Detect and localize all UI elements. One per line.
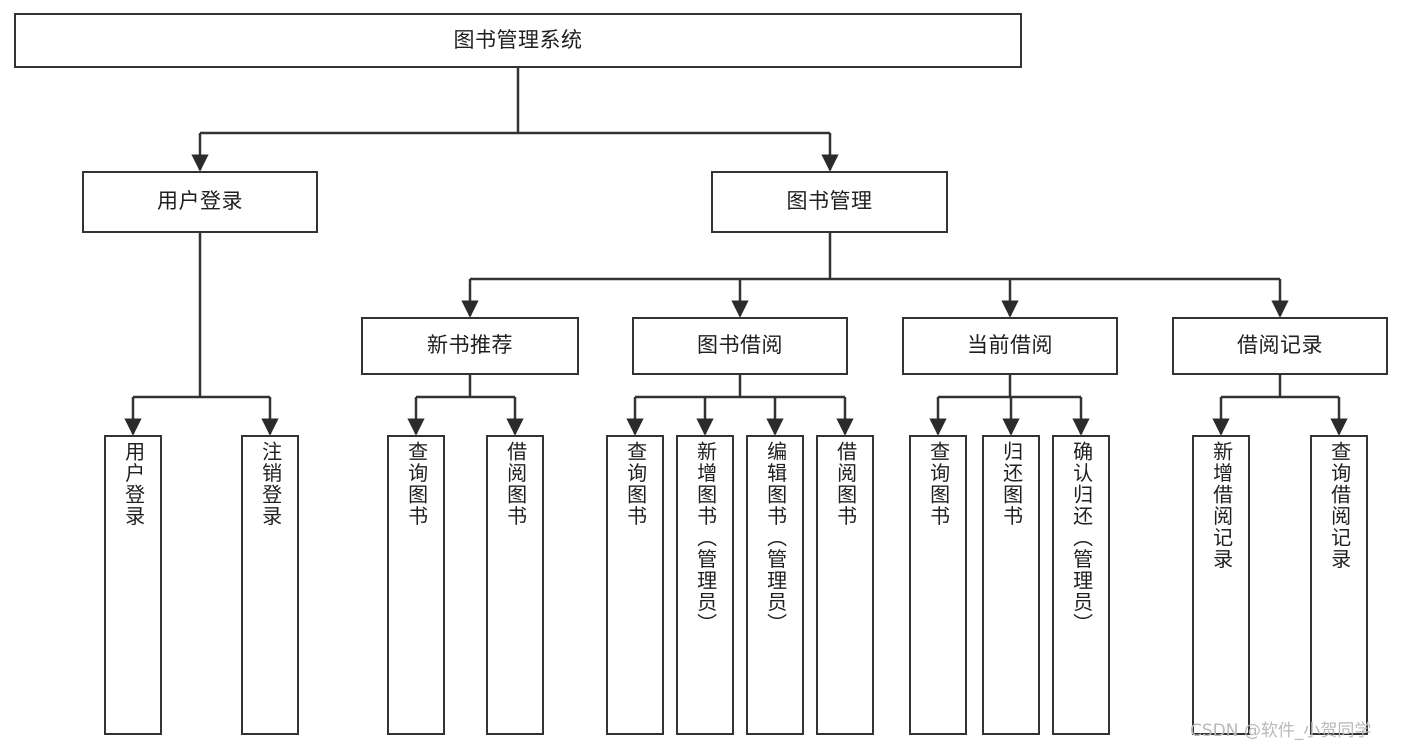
node-edit-book-label: 编辑图书（管理员）: [763, 441, 788, 635]
node-book-borrow-label: 图书借阅: [697, 333, 783, 358]
node-user-login[interactable]: 用户登录: [82, 171, 318, 233]
node-new-book-recommend-label: 新书推荐: [427, 333, 513, 358]
node-borrow-book-new[interactable]: 借阅图书: [486, 435, 544, 735]
node-borrow-records-label: 借阅记录: [1237, 333, 1323, 358]
node-borrow-records[interactable]: 借阅记录: [1172, 317, 1388, 375]
node-query-book-cur[interactable]: 查询图书: [909, 435, 967, 735]
node-new-book-recommend[interactable]: 新书推荐: [361, 317, 579, 375]
node-query-book-br-label: 查询图书: [623, 441, 648, 527]
watermark: CSDN @软件_小贺同学: [1190, 721, 1372, 741]
node-borrow-book-new-label: 借阅图书: [503, 441, 528, 527]
node-add-record-label: 新增借阅记录: [1209, 441, 1234, 570]
node-current-borrow-label: 当前借阅: [967, 333, 1053, 358]
node-return-book-label: 归还图书: [999, 441, 1024, 527]
node-root[interactable]: 图书管理系统: [14, 13, 1022, 68]
node-root-label: 图书管理系统: [453, 27, 583, 52]
node-add-book[interactable]: 新增图书（管理员）: [676, 435, 734, 735]
node-add-book-label: 新增图书（管理员）: [693, 441, 718, 635]
node-query-book-new-label: 查询图书: [404, 441, 429, 527]
node-current-borrow[interactable]: 当前借阅: [902, 317, 1118, 375]
node-user-login-label: 用户登录: [157, 189, 243, 214]
node-user-login[interactable]: 用户登录: [104, 435, 162, 735]
node-confirm-return[interactable]: 确认归还（管理员）: [1052, 435, 1110, 735]
node-book-management[interactable]: 图书管理: [711, 171, 948, 233]
node-edit-book[interactable]: 编辑图书（管理员）: [746, 435, 804, 735]
node-query-record-label: 查询借阅记录: [1327, 441, 1352, 570]
node-book-borrow[interactable]: 图书借阅: [632, 317, 848, 375]
node-confirm-return-label: 确认归还（管理员）: [1069, 441, 1094, 635]
node-query-book-cur-label: 查询图书: [926, 441, 951, 527]
node-query-book-br[interactable]: 查询图书: [606, 435, 664, 735]
node-borrow-book-br-label: 借阅图书: [833, 441, 858, 527]
node-query-book-new[interactable]: 查询图书: [387, 435, 445, 735]
node-add-record[interactable]: 新增借阅记录: [1192, 435, 1250, 735]
node-borrow-book-br[interactable]: 借阅图书: [816, 435, 874, 735]
node-logout-login-label: 注销登录: [258, 441, 283, 527]
node-return-book[interactable]: 归还图书: [982, 435, 1040, 735]
node-query-record[interactable]: 查询借阅记录: [1310, 435, 1368, 735]
node-logout-login[interactable]: 注销登录: [241, 435, 299, 735]
node-book-management-label: 图书管理: [786, 189, 873, 214]
node-user-login-label: 用户登录: [121, 441, 146, 527]
